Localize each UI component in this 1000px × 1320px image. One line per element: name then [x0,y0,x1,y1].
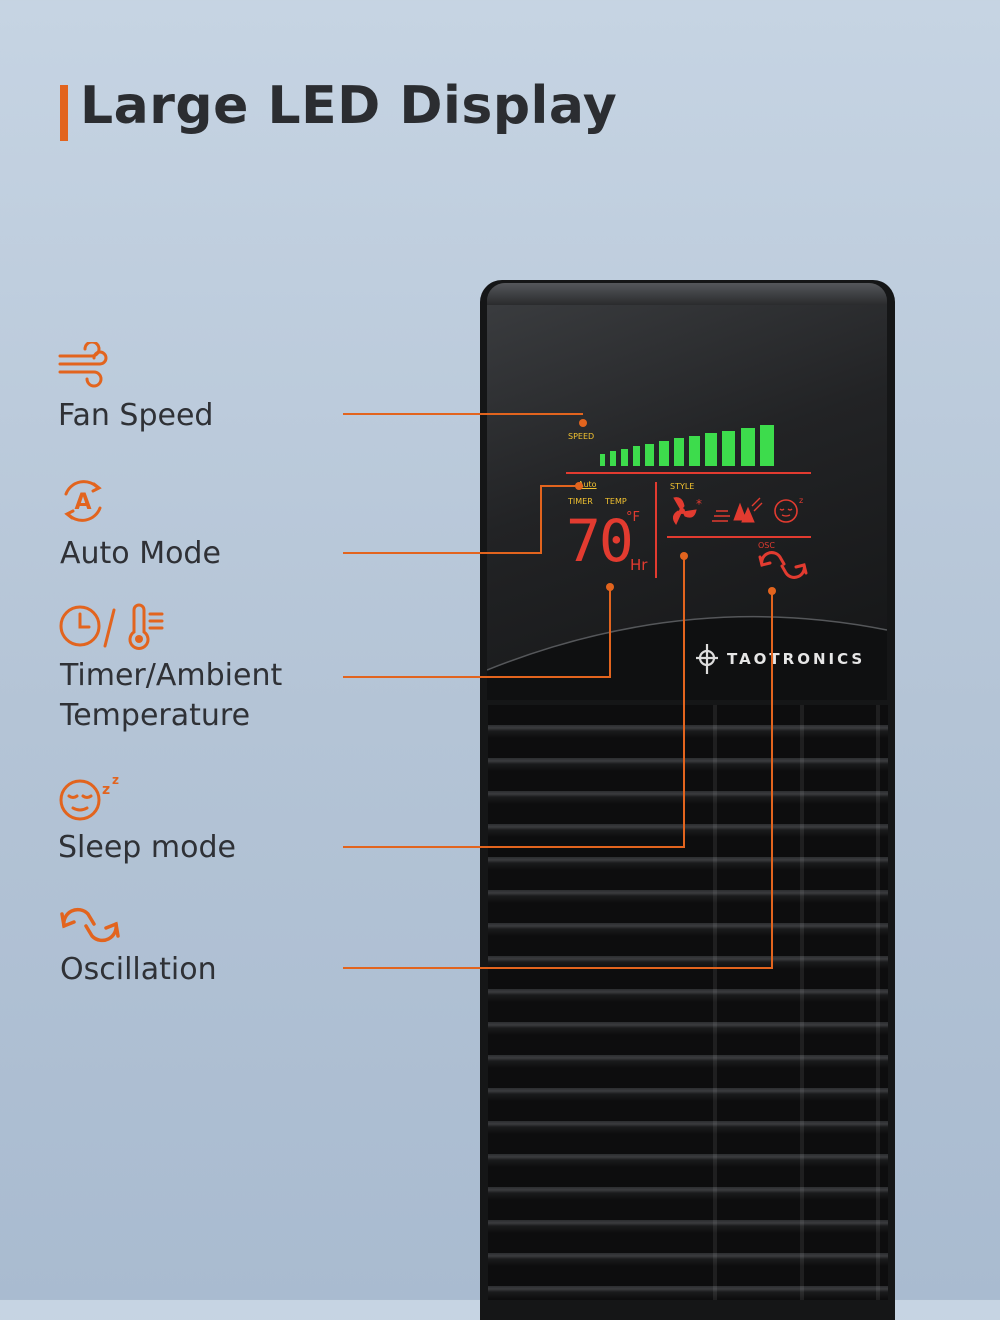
speed-bar-1 [600,454,605,466]
svg-text:A: A [74,490,91,515]
sleep-mode-label: Sleep mode [58,830,236,865]
fan-speed-label: Fan Speed [58,398,214,433]
oscillation-led-icon [758,551,808,579]
hour-unit: Hr [630,556,648,574]
brand-logo-icon [696,644,718,674]
temperature-label: Temperature [60,698,251,733]
svg-text:z: z [102,782,110,798]
leader-dot-auto [575,482,583,490]
speed-bar-4 [632,446,641,466]
leader-dot-oscillation [768,587,776,595]
led-divider-right [667,536,811,538]
vent-grille [488,705,888,1300]
speed-indicator-label: SPEED [568,432,595,441]
leader-dot-timer [606,583,614,591]
oscillation-arrows-icon [60,907,120,943]
fahrenheit-unit: °F [626,510,640,525]
temp-indicator: TEMP [605,497,627,506]
leader-sleep [343,846,685,848]
temperature-readout: 70 [566,507,634,575]
style-indicator: STYLE [670,482,695,491]
oscillation-label: Oscillation [60,952,217,987]
style-mode-icons: * z [672,496,803,525]
sleep-face-icon: z z [59,773,119,821]
leader-fan-speed [343,413,583,415]
led-divider-top [566,472,811,474]
auto-mode-label: Auto Mode [60,536,221,571]
leader-oscillation-vert [771,590,773,969]
clock-thermometer-icon [59,603,164,650]
speed-bar-12 [759,425,775,466]
wind-icon [58,342,108,388]
leader-timer-temp-vert [609,586,611,678]
speed-bar-2 [610,451,616,466]
leader-auto-mode [343,552,542,554]
auto-indicator: Auto [578,480,597,489]
leader-dot-sleep [680,552,688,560]
oscillation-indicator: OSC [758,541,775,550]
leader-auto-mode-vert [540,485,542,554]
speed-bar-5 [645,443,654,466]
leader-oscillation [343,967,773,969]
leader-dot-fan-speed [579,419,587,427]
speed-bar-3 [620,448,628,466]
page-title: Large LED Display [80,76,618,136]
svg-text:z: z [112,773,119,787]
auto-mode-icon: A [64,480,102,522]
panel-sweep [487,615,887,700]
speed-bar-9 [705,433,718,466]
svg-text:z: z [799,496,803,505]
brand-name: TAOTRONICS [727,650,866,668]
speed-bar-8 [688,435,701,466]
speed-bar-6 [659,441,669,466]
led-divider-vertical [655,482,657,578]
leader-timer-temp [343,676,611,678]
timer-ambient-label: Timer/Ambient [60,658,283,693]
title-accent-bar [60,85,68,141]
speed-bar-11 [740,428,755,466]
top-rim [487,283,887,305]
speed-bar-7 [673,438,684,466]
svg-text:*: * [696,497,702,511]
leader-auto-mode-top [540,485,578,487]
speed-bar-10 [722,430,736,466]
leader-sleep-vert [683,555,685,848]
timer-indicator: TIMER [568,497,593,506]
